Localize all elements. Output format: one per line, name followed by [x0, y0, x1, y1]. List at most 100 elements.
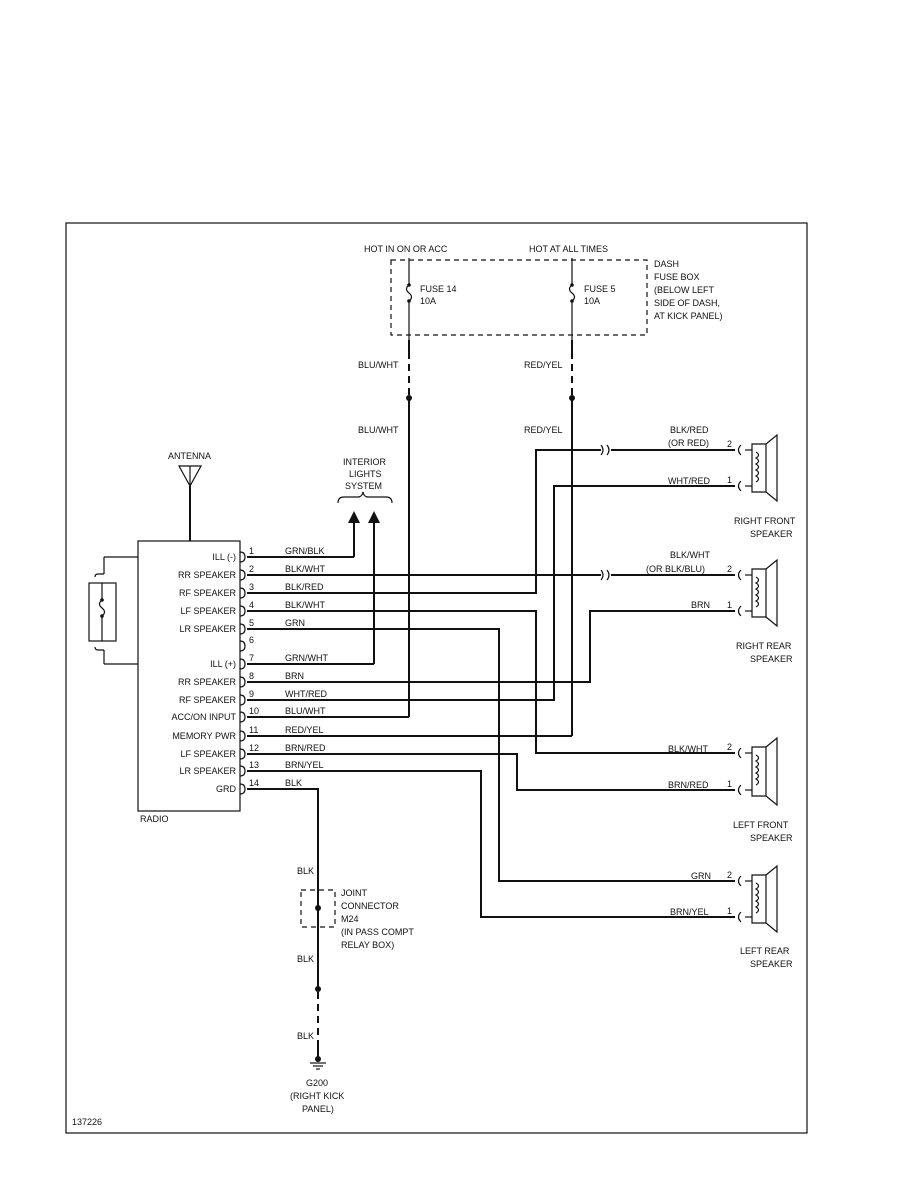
lr-speaker-label-2: SPEAKER: [750, 959, 793, 969]
radio-pin-wire-color: BLK: [285, 778, 302, 788]
radio-pin-name: LR SPEAKER: [179, 624, 236, 634]
radio-pin-name: LF SPEAKER: [180, 749, 236, 759]
diagram-id: 137226: [72, 1117, 102, 1127]
radio-pin-wire-color: BRN/RED: [285, 743, 326, 753]
rr-wire1-label: BRN: [691, 600, 710, 610]
fuse-box-outline: [390, 259, 648, 336]
right-front-speaker: 21: [727, 433, 778, 503]
fuse14-label: FUSE 14: [420, 284, 457, 294]
radio-pin-name: RF SPEAKER: [179, 695, 237, 705]
fuse-box-label-4: SIDE OF DASH,: [654, 298, 720, 308]
radio-pin: 6: [239, 635, 254, 652]
radio-pin-wire-color: BLK/WHT: [285, 564, 326, 574]
joint-connector-splice: [315, 905, 321, 911]
radio-pin-number: 13: [249, 760, 259, 770]
radio-pin: MEMORY PWR 11 RED/YEL: [172, 725, 324, 742]
radio-pin-number: 6: [249, 635, 254, 645]
rr-wire2-label-2: (OR BLK/BLU): [646, 564, 705, 574]
joint-label-2: CONNECTOR: [341, 901, 399, 911]
speaker-pin-number: 1: [727, 906, 732, 916]
blu-wht-lower-label: BLU/WHT: [358, 425, 399, 435]
ground-circuit: BLK JOINT CONNECTOR M24 (IN PASS COMPT R…: [290, 866, 414, 1114]
radio-pin-name: RR SPEAKER: [178, 570, 237, 580]
right-rear-speaker: 21: [727, 558, 778, 628]
radio-pin-wire-color: RED/YEL: [285, 725, 324, 735]
radio-pin-number: 3: [249, 582, 254, 592]
rr-speaker-label-2: SPEAKER: [750, 654, 793, 664]
fuse-box-label-2: FUSE BOX: [654, 272, 700, 282]
speaker-pin-number: 2: [727, 439, 732, 449]
red-yel-upper-label: RED/YEL: [524, 360, 563, 370]
wire-pin12: [247, 753, 735, 791]
interior-lights: INTERIOR LIGHTS SYSTEM: [337, 457, 393, 664]
radio-pin-name: MEMORY PWR: [172, 731, 236, 741]
rr-wire2-label-1: BLK/WHT: [670, 550, 711, 560]
radio-pin-wire-color: BLU/WHT: [285, 706, 326, 716]
radio-pin-number: 14: [249, 778, 259, 788]
rf-speaker-label-2: SPEAKER: [750, 529, 793, 539]
joint-label-4: (IN PASS COMPT: [341, 927, 414, 937]
ill-minus-arrow-icon: [348, 511, 360, 523]
radio-pin-wire-color: GRN: [285, 618, 305, 628]
wire-pin8: [247, 610, 735, 683]
rf-speaker-label-1: RIGHT FRONT: [734, 516, 796, 526]
g200-label-3: PANEL): [302, 1104, 334, 1114]
fuse-box-label-1: DASH: [654, 259, 679, 269]
radio-pin-number: 8: [249, 671, 254, 681]
radio-pin-wire-color: GRN/WHT: [285, 653, 328, 663]
antenna: ANTENNA: [168, 451, 211, 541]
radio-pin-wire-color: BLK/RED: [285, 582, 324, 592]
blk-label-2: BLK: [297, 954, 314, 964]
radio-pin-wire-color: BLK/WHT: [285, 600, 326, 610]
radio-pin-number: 5: [249, 618, 254, 628]
radio-pin-name: ACC/ON INPUT: [171, 712, 236, 722]
lf-speaker-label-2: SPEAKER: [750, 833, 793, 843]
hot-always-label: HOT AT ALL TIMES: [529, 244, 608, 254]
interior-lights-label-1: INTERIOR: [343, 457, 387, 467]
radio-pin-number: 7: [249, 653, 254, 663]
diagram-frame: [65, 222, 808, 1134]
ill-plus-arrow-icon: [368, 511, 380, 523]
radio-pin-name: LF SPEAKER: [180, 606, 236, 616]
rf-wire2-label-2: (OR RED): [668, 438, 709, 448]
radio-pin-number: 11: [249, 725, 258, 735]
fuse14-amps: 10A: [420, 296, 436, 306]
radio-pin-wire-color: BRN/YEL: [285, 760, 324, 770]
radio-pin: GRD 14 BLK: [216, 778, 302, 795]
radio-pin-name: RF SPEAKER: [179, 588, 237, 598]
interior-lights-label-2: LIGHTS: [349, 469, 382, 479]
radio-pin-name: ILL (-): [212, 552, 236, 562]
radio-pin-wire-color: BRN: [285, 671, 304, 681]
lf-speaker-label-1: LEFT FRONT: [733, 820, 789, 830]
radio-internal-fuse-icon: [98, 599, 106, 617]
feed-wires: BLU/WHT BLU/WHT RED/YEL RED/YEL: [358, 340, 575, 736]
speaker-pin-number: 2: [727, 742, 732, 752]
speaker-wire-labels: BLK/RED (OR RED) WHT/RED RIGHT FRONT SPE…: [646, 425, 796, 969]
dash-fuse-box: HOT IN ON OR ACC HOT AT ALL TIMES FUSE 1…: [364, 244, 723, 340]
hot-acc-label: HOT IN ON OR ACC: [364, 244, 448, 254]
ground-icon: [310, 1056, 326, 1070]
wire-pin14: [247, 788, 319, 987]
speaker-pin-number: 1: [727, 779, 732, 789]
rr-speaker-label-1: RIGHT REAR: [736, 641, 792, 651]
radio-pin-number: 9: [249, 689, 254, 699]
harness-wires: [247, 444, 735, 987]
lr-wire1-label: BRN/YEL: [670, 907, 709, 917]
radio-pin-name: GRD: [216, 784, 237, 794]
radio-pin-number: 1: [249, 546, 254, 556]
radio-pin: RF SPEAKER 3 BLK/RED: [179, 582, 324, 599]
radio-box: [137, 540, 241, 812]
lr-wire2-label: GRN: [691, 871, 711, 881]
lr-speaker-label-1: LEFT REAR: [740, 946, 790, 956]
left-front-speaker: 21: [727, 736, 778, 807]
